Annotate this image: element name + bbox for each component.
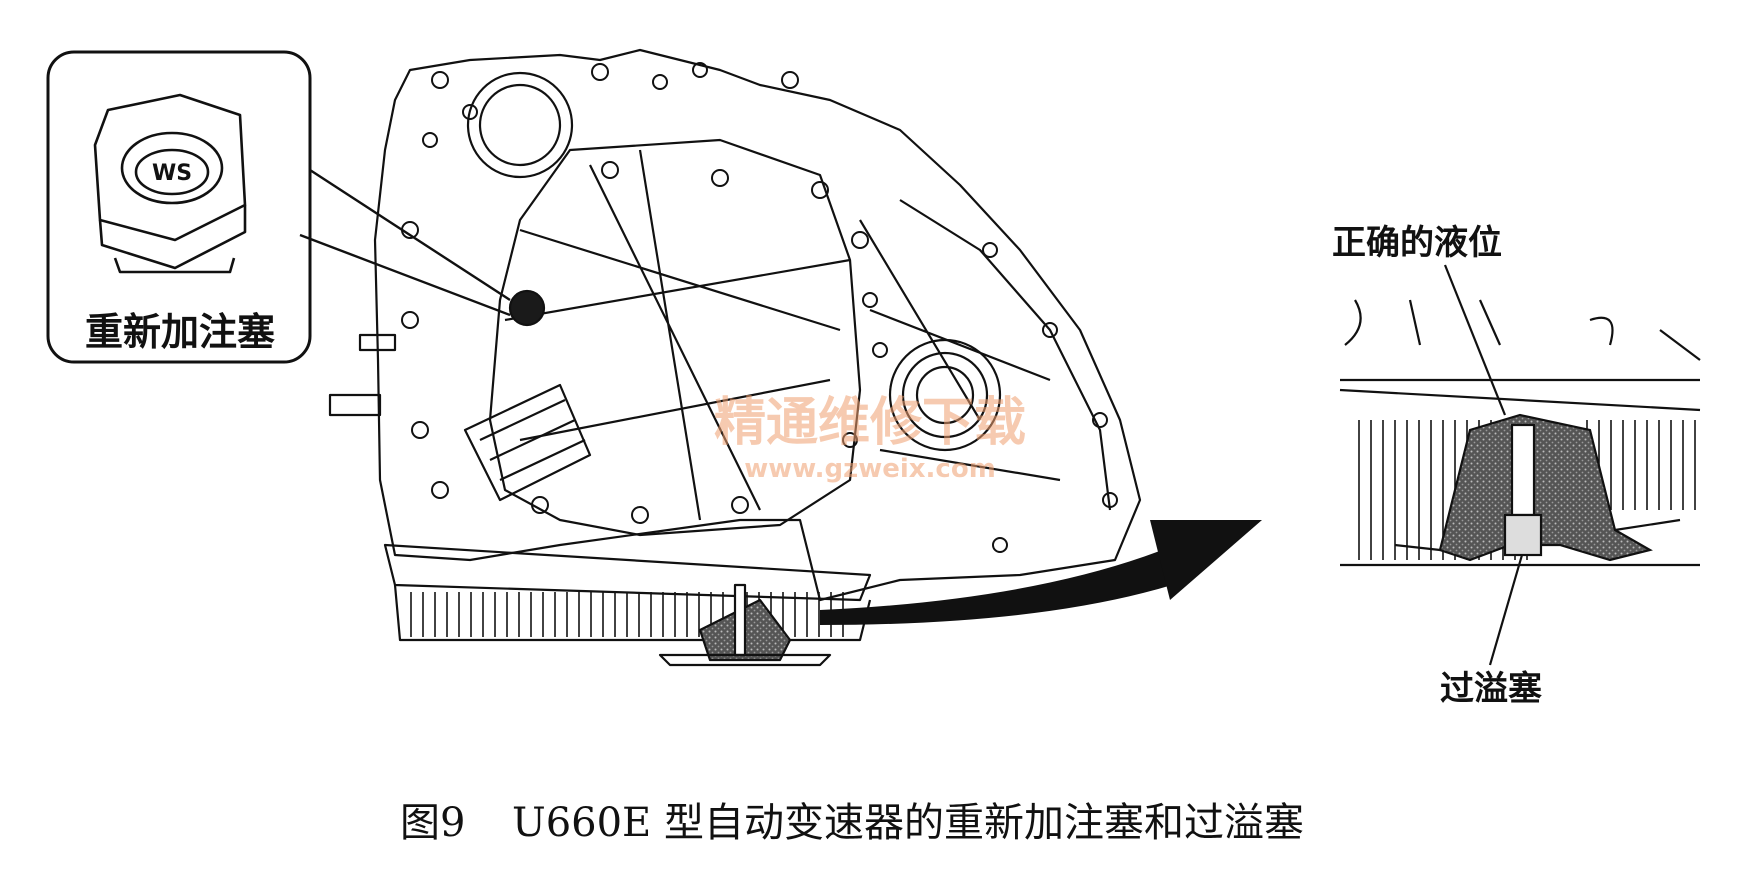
overflow-detail: [1339, 299, 1701, 567]
curved-arrow: [820, 520, 1262, 625]
overflow-plug-label: 过溢塞: [1440, 669, 1542, 709]
caption-figure-no: 图9: [400, 800, 465, 846]
refill-plug-leader: [299, 168, 511, 317]
watermark: 精通维修下载 www.gzweix.com: [714, 393, 1026, 484]
watermark-url: www.gzweix.com: [744, 454, 996, 484]
refill-plug-callout: WS 重新加注塞: [46, 50, 312, 364]
correct-level-label: 正确的液位: [1332, 223, 1502, 263]
transmission-drawing: [328, 48, 1142, 667]
detail-leaders: [1443, 264, 1524, 666]
caption-text: U660E 型自动变速器的重新加注塞和过溢塞: [512, 800, 1304, 846]
figure-caption: 图9 U660E 型自动变速器的重新加注塞和过溢塞: [400, 800, 1304, 846]
watermark-text: 精通维修下载: [714, 393, 1026, 453]
refill-plug-label: 重新加注塞: [85, 310, 275, 354]
plug-marking: WS: [152, 161, 192, 186]
